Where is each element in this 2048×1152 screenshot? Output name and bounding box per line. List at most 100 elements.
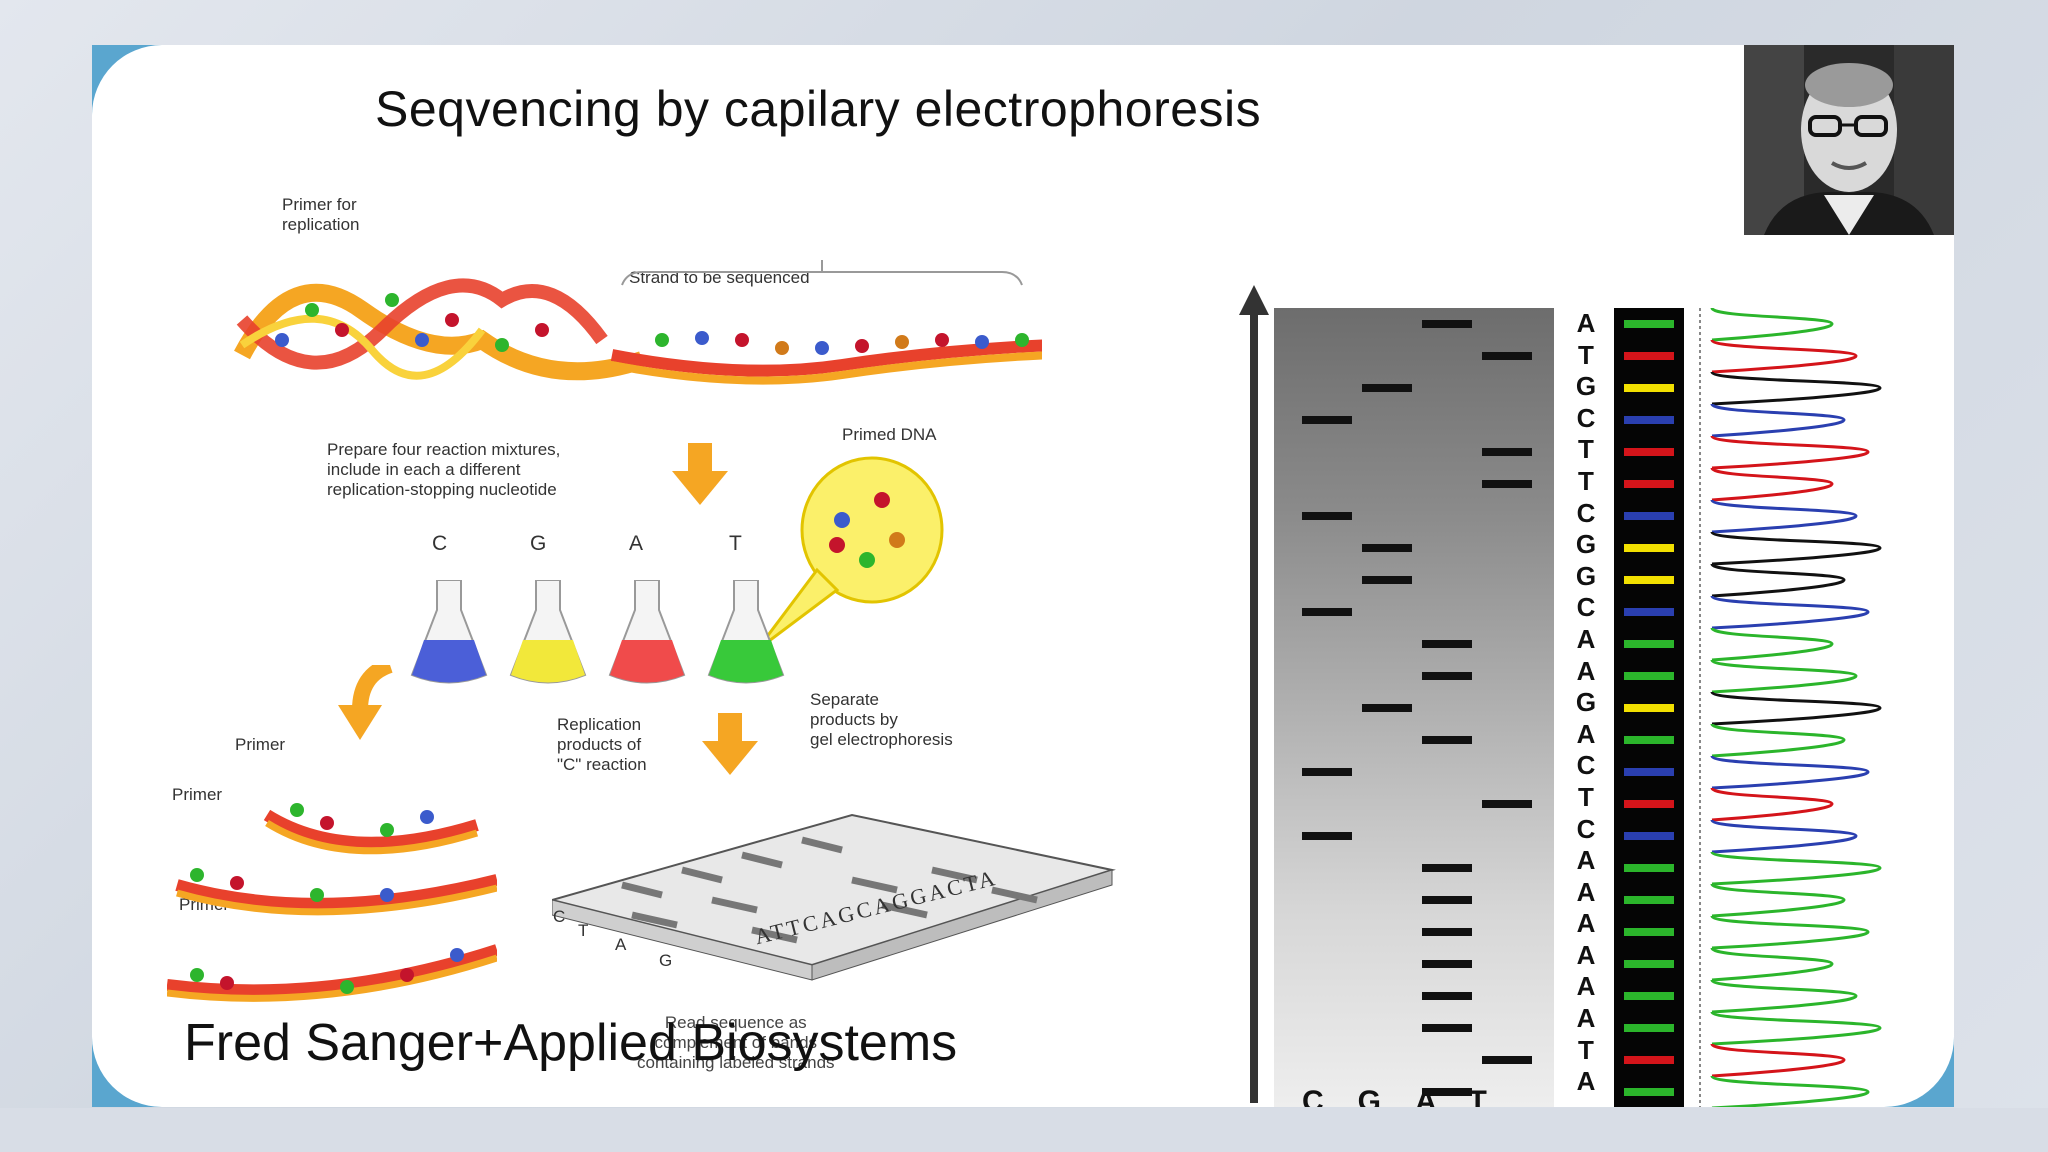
gel-lane-letter: G — [659, 951, 673, 970]
base-letter: T — [1578, 1034, 1594, 1065]
replication-products-label: Replication products of "C" reaction — [557, 715, 647, 774]
prepare-mixtures-label: Prepare four reaction mixtures, include … — [327, 440, 561, 499]
strip-bar — [1624, 1024, 1674, 1032]
base-letter: A — [1576, 718, 1596, 749]
strip-bar — [1624, 800, 1674, 808]
strip-bar — [1624, 736, 1674, 744]
reaction-flasks — [410, 580, 785, 684]
strip-bar — [1624, 320, 1674, 328]
trace-peak — [1710, 722, 1846, 758]
replication-strands — [167, 803, 497, 1002]
base-letter: A — [1576, 655, 1596, 686]
base-letter: C — [1576, 497, 1596, 528]
primed-dna-label: Primed DNA — [842, 425, 937, 444]
gel-lane-labels: CGAT — [1302, 1085, 1521, 1107]
gel-band — [1362, 384, 1412, 392]
flask — [509, 580, 587, 684]
strip-bar — [1624, 1056, 1674, 1064]
trace-peak — [1710, 1010, 1882, 1046]
flask — [608, 580, 686, 684]
migration-axis — [1250, 313, 1258, 1103]
gel-band — [1422, 896, 1472, 904]
gel-band — [1422, 1024, 1472, 1032]
gel-lane-label: G — [1357, 1085, 1416, 1107]
separate-products-label: Separate products by gel electrophoresis — [810, 690, 953, 749]
gel-band — [1362, 576, 1412, 584]
trace-peak — [1710, 978, 1858, 1014]
gel-band — [1482, 1056, 1532, 1064]
chromatogram-traces — [1699, 308, 1882, 1107]
strip-bar — [1624, 544, 1674, 552]
gel-band — [1302, 832, 1352, 840]
flask — [707, 580, 785, 684]
primer-for-replication-label: Primer for replication — [282, 195, 360, 234]
gel-band — [1422, 992, 1472, 1000]
flask-label-a: A — [629, 532, 644, 555]
strip-bar — [1624, 768, 1674, 776]
gel-band — [1422, 640, 1472, 648]
read-sequence-label: Read sequence as complement of bands con… — [637, 1013, 835, 1072]
base-letter: A — [1576, 939, 1596, 970]
curved-arrow-icon — [338, 665, 393, 740]
trace-peak — [1710, 1074, 1870, 1107]
gel-band — [1422, 1088, 1472, 1096]
base-letter: A — [1576, 876, 1596, 907]
base-letter: T — [1578, 434, 1594, 465]
trace-peak — [1710, 308, 1834, 342]
strip-bar — [1624, 672, 1674, 680]
base-letter: A — [1576, 971, 1596, 1002]
gel-image — [1274, 308, 1554, 1107]
gel-slab-illustration — [552, 813, 1116, 981]
slide-title: Seqvencing by capilary electrophoresis — [375, 81, 1262, 137]
strip-bar — [1624, 960, 1674, 968]
strip-bar — [1624, 832, 1674, 840]
base-letter: G — [1575, 687, 1597, 718]
strip-bar — [1624, 352, 1674, 360]
gel-band — [1302, 512, 1352, 520]
trace-peak — [1710, 530, 1882, 566]
primer-label-1: Primer — [235, 735, 286, 754]
gel-band — [1362, 704, 1412, 712]
gel-band — [1422, 672, 1472, 680]
trace-peak — [1710, 1042, 1846, 1078]
gel-band — [1482, 800, 1532, 808]
trace-peak — [1710, 690, 1882, 726]
trace-peak — [1710, 434, 1870, 470]
flask-label-c: C — [432, 532, 448, 555]
base-letter: A — [1576, 1003, 1596, 1034]
base-letter: C — [1576, 592, 1596, 623]
trace-peak — [1710, 786, 1834, 822]
base-letter: A — [1576, 308, 1596, 338]
gel-lane-letter: C — [553, 907, 566, 926]
trace-peak — [1710, 626, 1834, 662]
gel-lane-label: C — [1302, 1085, 1358, 1107]
down-arrow-icon — [672, 443, 728, 505]
trace-peak — [1710, 946, 1834, 982]
base-letter: A — [1576, 623, 1596, 654]
trace-peak — [1710, 498, 1858, 534]
gel-band — [1422, 320, 1472, 328]
base-letter: T — [1578, 339, 1594, 370]
base-letter: T — [1578, 781, 1594, 812]
base-letter: C — [1576, 813, 1596, 844]
trace-peak — [1710, 594, 1870, 630]
portrait-photo — [1744, 45, 1954, 235]
primer-label-2: Primer — [172, 785, 223, 804]
strip-bar — [1624, 480, 1674, 488]
strip-bar — [1624, 384, 1674, 392]
base-letter: A — [1576, 908, 1596, 939]
gel-bands — [1302, 320, 1532, 1096]
gel-lane-label: T — [1468, 1085, 1521, 1107]
gel-band — [1302, 416, 1352, 424]
strip-bar — [1624, 1088, 1674, 1096]
gel-lane-letter: T — [578, 921, 589, 940]
trace-peak — [1710, 850, 1882, 886]
trace-peak — [1710, 402, 1846, 438]
flask — [410, 580, 488, 684]
dna-helix-illustration — [234, 260, 1042, 385]
slide-canvas: Seqvencing by capilary electrophoresis P… — [92, 45, 1954, 1107]
gel-band — [1422, 960, 1472, 968]
background-band — [0, 1108, 2048, 1152]
gel-band — [1482, 480, 1532, 488]
strip-bar — [1624, 896, 1674, 904]
